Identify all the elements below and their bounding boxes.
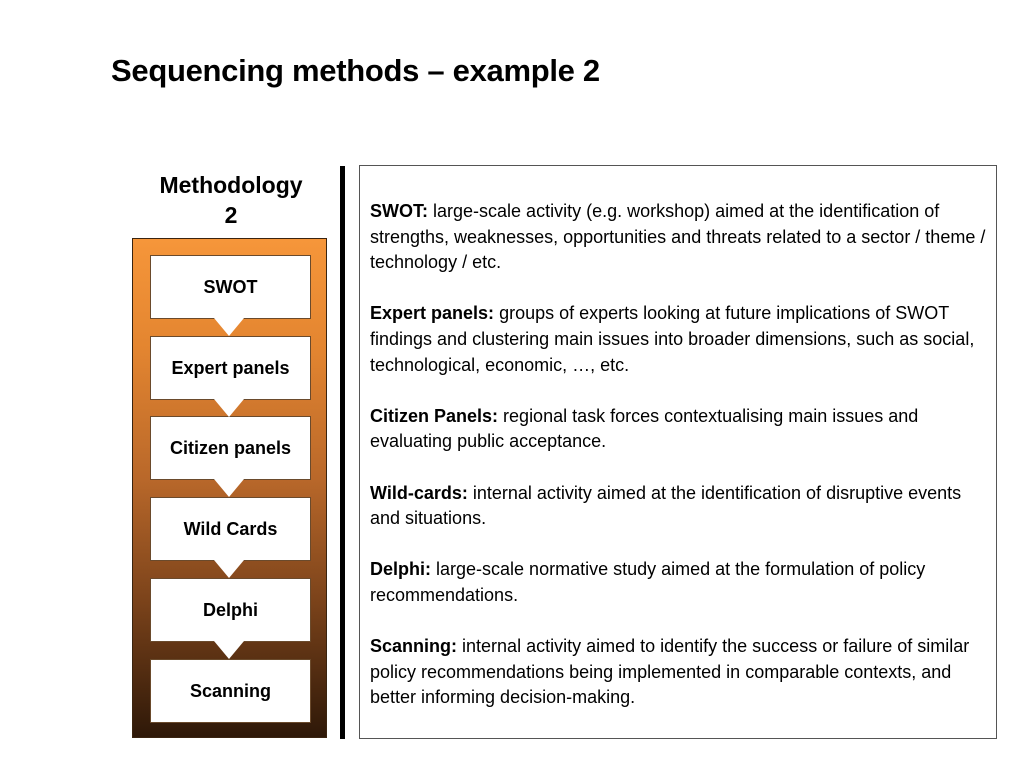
description-term: Citizen Panels: [370,405,499,426]
description-wild-cards: Wild-cards: internal activity aimed at t… [370,481,986,532]
step-expert-panels: Expert panels [150,336,311,400]
methodology-label-number: 2 [224,202,238,228]
step-delphi: Delphi [150,578,311,642]
description-text: groups of experts looking at future impl… [370,303,975,375]
vertical-divider [340,166,345,739]
step-wild-cards: Wild Cards [150,497,311,561]
step-swot: SWOT [150,255,311,319]
description-text: large-scale normative study aimed at the… [370,559,926,605]
step-scanning: Scanning [150,659,311,723]
description-term: Wild-cards: [370,482,468,503]
description-swot: SWOT: large-scale activity (e.g. worksho… [370,199,986,276]
methodology-label-line1: Methodology [159,172,303,198]
description-delphi: Delphi: large-scale normative study aime… [370,557,986,608]
methodology-label: Methodology 2 [131,170,331,230]
description-text: internal activity aimed to identify the … [370,636,970,708]
flow-arrow-down-icon [214,560,244,578]
description-term: SWOT: [370,201,428,221]
flow-arrow-down-icon [214,641,244,659]
methodology-flow-panel: SWOT Expert panels Citizen panels Wild C… [132,238,327,738]
description-term: Scanning: [370,636,458,657]
description-box: SWOT: large-scale activity (e.g. worksho… [359,165,997,739]
description-text: internal activity aimed at the identific… [370,482,962,529]
flow-arrow-down-icon [214,399,244,417]
slide-title: Sequencing methods – example 2 [111,53,600,88]
description-term: Expert panels: [370,303,495,324]
flow-arrow-down-icon [214,479,244,497]
description-term: Delphi: [370,559,431,580]
description-citizen-panels: Citizen Panels: regional task forces con… [370,404,986,455]
description-text: regional task forces contextualising mai… [370,405,919,452]
flow-arrow-down-icon [214,318,244,336]
description-expert-panels: Expert panels: groups of experts looking… [370,301,986,378]
description-scanning: Scanning: internal activity aimed to ide… [370,634,986,711]
step-citizen-panels: Citizen panels [150,416,311,480]
description-text: large-scale activity (e.g. workshop) aim… [370,201,986,273]
